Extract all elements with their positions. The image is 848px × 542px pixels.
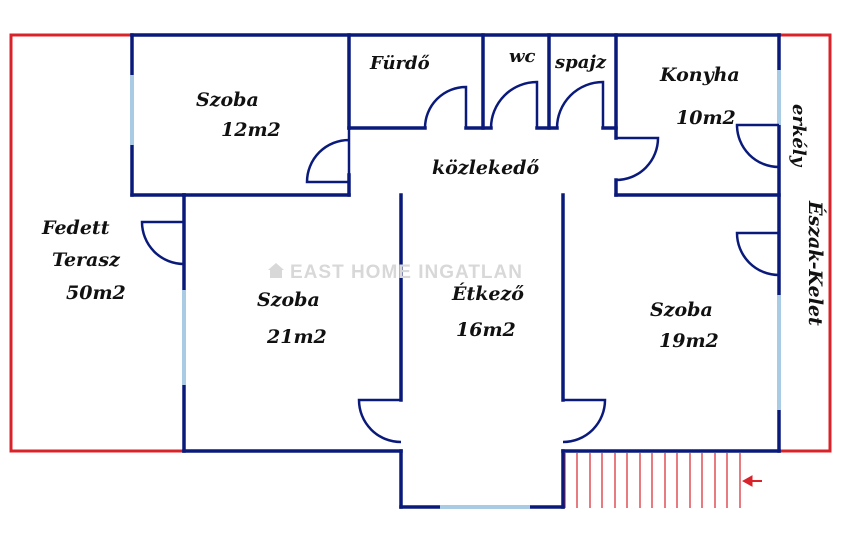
room-terasz-name: Fedett <box>41 217 110 239</box>
room-konyha-name: Konyha <box>659 64 740 86</box>
room-terasz-name2: Terasz <box>52 249 121 271</box>
room-szoba19-area: 19m2 <box>659 330 719 352</box>
walls <box>130 33 781 509</box>
house-icon <box>268 263 284 278</box>
room-furdo-name: Fürdő <box>369 53 430 74</box>
room-wc-name: wc <box>509 46 535 67</box>
terrace-outline <box>9 33 832 453</box>
doors <box>140 80 780 444</box>
windows <box>130 70 781 509</box>
room-szoba21-area: 21m2 <box>266 326 327 348</box>
entrance-arrow-icon <box>741 475 762 487</box>
staircase <box>564 453 741 508</box>
room-szoba19-name: Szoba <box>650 299 713 321</box>
room-spajz-name: spajz <box>554 52 607 73</box>
room-erkely-name: erkély <box>788 104 809 168</box>
room-kozlekedo-name: közlekedő <box>432 157 539 179</box>
room-konyha-area: 10m2 <box>676 107 736 129</box>
room-szoba12-name: Szoba <box>196 89 259 111</box>
watermark: EAST HOME INGATLAN <box>268 262 523 283</box>
watermark-text: EAST HOME INGATLAN <box>290 262 523 283</box>
room-etkezo-area: 16m2 <box>456 319 516 341</box>
orientation-label: Észak-Kelet <box>804 200 827 326</box>
room-szoba12-area: 12m2 <box>221 119 281 141</box>
room-etkezo-name: Étkező <box>451 282 524 305</box>
room-terasz-area: 50m2 <box>66 282 126 304</box>
room-szoba21-name: Szoba <box>257 289 320 311</box>
